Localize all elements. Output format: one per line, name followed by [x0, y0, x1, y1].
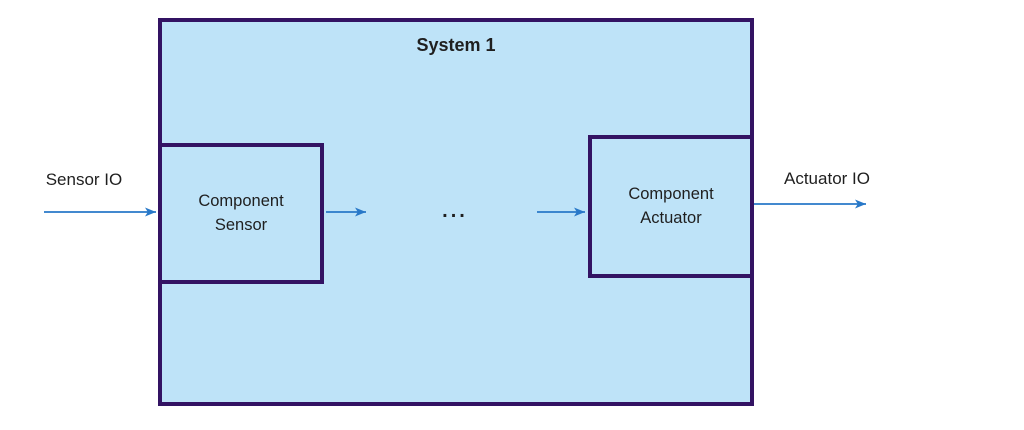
component-sensor-label-line1: Component [198, 192, 284, 211]
ellipsis-text: ... [442, 200, 468, 222]
component-sensor-label-line2: Sensor [214, 215, 268, 234]
component-actuator-label-line2: Actuator [640, 208, 702, 227]
component-sensor-box: Component Sensor [158, 143, 324, 284]
actuator-io-label: Actuator IO [784, 169, 870, 188]
component-actuator-label-line1: Component [628, 185, 714, 204]
system-title: System 1 [416, 35, 496, 55]
sensor-io-label: Sensor IO [45, 170, 123, 189]
component-actuator-box: Component Actuator [588, 135, 754, 278]
